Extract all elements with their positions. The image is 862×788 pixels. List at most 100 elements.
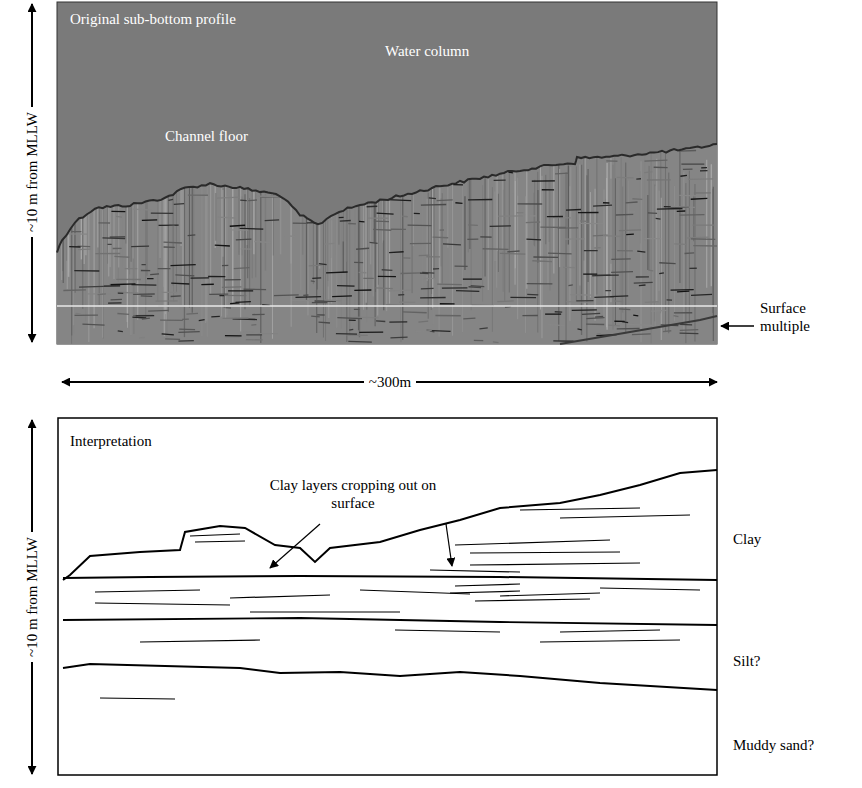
reflector-dash: [158, 268, 171, 269]
pointer-arrow: [446, 524, 452, 566]
reflector-dash: [679, 195, 696, 197]
layer-line: [455, 584, 520, 586]
reflector-dash: [617, 250, 633, 251]
reflector-dash: [124, 180, 147, 182]
reflector-dash: [586, 323, 604, 325]
reflector-dash: [125, 268, 137, 269]
reflector-dash: [113, 248, 122, 249]
reflector-dash: [165, 338, 180, 340]
layer-line: [63, 664, 717, 690]
reflector-dash: [201, 284, 213, 286]
reflector-dash: [456, 290, 479, 292]
reflector-dash: [324, 299, 341, 301]
noise-streak: [99, 160, 100, 305]
noise-streak: [610, 141, 611, 302]
layer-label: Clay: [733, 530, 843, 548]
noise-streak: [413, 145, 414, 246]
reflector-dash: [175, 274, 194, 276]
reflector-dash: [309, 265, 323, 267]
reflector-dash: [336, 333, 357, 335]
layer-line: [250, 611, 400, 612]
reflector-dash: [174, 203, 184, 205]
noise-streak: [272, 158, 273, 338]
reflector-dash: [659, 272, 664, 274]
reflector-dash: [586, 317, 604, 319]
reflector-dash: [619, 308, 630, 310]
reflector-dash: [97, 152, 118, 154]
reflector-dash: [389, 251, 404, 253]
noise-streak: [355, 168, 356, 307]
reflector-dash: [69, 246, 80, 248]
reflector-dash: [118, 292, 139, 294]
reflector-dash: [419, 254, 430, 256]
reflector-dash: [359, 221, 364, 223]
reflector-dash: [114, 256, 129, 258]
channel-floor-reflector: [57, 144, 717, 252]
reflector-dash: [244, 289, 267, 291]
reflector-dash: [254, 185, 266, 187]
reflector-dash: [443, 243, 461, 245]
noise-streak: [647, 195, 648, 270]
reflector-dash: [617, 328, 640, 330]
reflector-dash: [418, 320, 428, 322]
noise-streak: [157, 145, 158, 301]
reflector-dash: [363, 199, 374, 201]
reflector-dash: [116, 216, 122, 218]
reflector-dash: [532, 260, 552, 262]
noise-streak: [422, 180, 423, 299]
reflector-dash: [311, 280, 315, 282]
reflector-dash: [644, 238, 661, 239]
reflector-dash: [693, 224, 715, 225]
reflector-dash: [111, 283, 136, 285]
reflector-dash: [74, 270, 99, 272]
reflector-dash: [694, 192, 711, 193]
reflector-dash: [179, 170, 189, 172]
reflector-dash: [693, 245, 719, 247]
reflector-dash: [199, 319, 205, 321]
reflector-dash: [516, 212, 523, 213]
reflector-dash: [368, 217, 388, 218]
noise-streak: [498, 194, 499, 272]
reflector-dash: [633, 314, 638, 316]
noise-streak: [517, 196, 518, 320]
profile-panel: Original sub-bottom profileWater columnC…: [57, 2, 717, 344]
noise-streak: [492, 187, 493, 332]
reflector-dash: [101, 160, 121, 162]
reflector-dash: [570, 294, 592, 296]
reflector-dash: [376, 320, 385, 322]
noise-streak: [712, 189, 713, 313]
reflector-dash: [171, 282, 189, 284]
reflector-dash: [274, 294, 299, 296]
pointer-arrow: [270, 524, 320, 568]
reflector-dash: [76, 313, 81, 315]
layer-line: [395, 630, 500, 632]
noise-streak: [586, 175, 587, 341]
noise-streak: [625, 163, 626, 334]
reflector-dash: [498, 215, 523, 217]
reflector-dash: [414, 213, 420, 215]
reflector-dash: [530, 215, 536, 216]
reflector-dash: [403, 152, 408, 154]
reflector-dash: [548, 324, 564, 326]
reflector-dash: [373, 174, 387, 176]
reflector-dash: [162, 292, 177, 293]
reflector-dash: [648, 212, 657, 214]
reflector-dash: [79, 286, 104, 288]
noise-streak: [373, 149, 374, 297]
reflector-dash: [63, 289, 86, 291]
noise-streak: [534, 180, 535, 247]
noise-streak: [383, 148, 384, 310]
noise-streak: [85, 187, 86, 255]
noise-streak: [207, 140, 208, 337]
reflector-dash: [408, 186, 433, 188]
panel-title: Original sub-bottom profile: [70, 10, 236, 28]
reflector-dash: [535, 154, 547, 156]
reflector-dash: [440, 303, 455, 304]
reflector-dash: [555, 173, 568, 175]
reflector-dash: [168, 199, 173, 201]
layer-line: [500, 593, 600, 596]
reflector-dash: [407, 175, 426, 177]
reflector-dash: [296, 201, 310, 203]
noise-streak: [319, 173, 320, 269]
reflector-dash: [370, 242, 378, 244]
